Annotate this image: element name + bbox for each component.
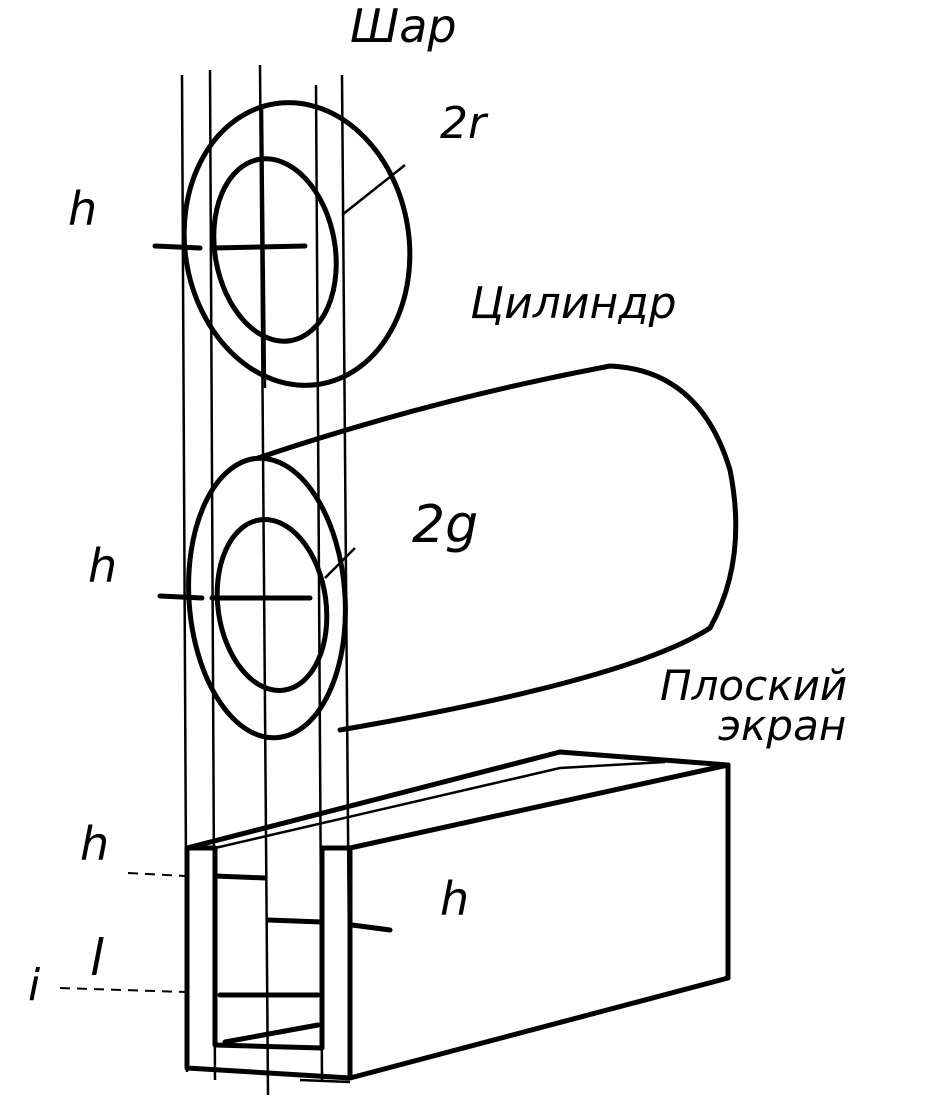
- sphere-label: Шар: [350, 0, 457, 53]
- length-label: l: [90, 929, 104, 987]
- left-mark-label: i: [28, 960, 41, 1011]
- cylinder-diameter-label: 2g: [412, 495, 478, 555]
- gap-label-cylinder: h: [88, 539, 117, 593]
- cylinder-shape: [157, 363, 739, 741]
- sphere-shape: [152, 100, 413, 389]
- plate-shape: [59, 749, 731, 1084]
- projection-lines: [180, 64, 352, 1096]
- cylinder-label: Цилиндр: [470, 278, 677, 329]
- plate-label-line2: экран: [718, 701, 846, 750]
- gap-label-plate-right: h: [440, 872, 469, 926]
- gap-label-sphere: h: [68, 182, 97, 236]
- sphere-diameter-label: 2r: [440, 98, 489, 149]
- plate-label-line1: Плоский: [660, 661, 847, 710]
- gap-label-plate-left: h: [80, 817, 109, 871]
